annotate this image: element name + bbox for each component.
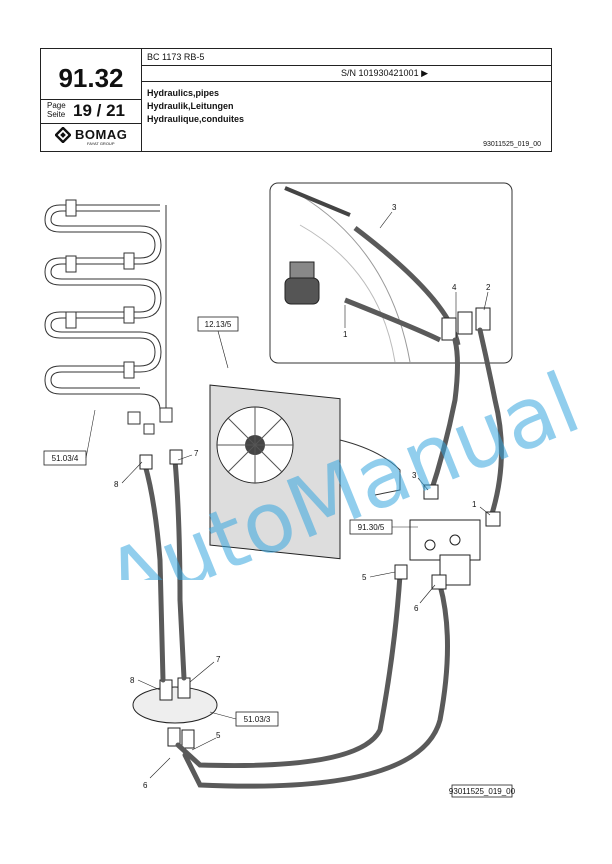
callout-7-lower: 7 (216, 655, 221, 664)
callout-6-upper: 6 (414, 604, 419, 613)
ref-box-12-13-5[interactable]: 12.13/5 (197, 316, 239, 332)
callout-8-upper: 8 (114, 480, 119, 489)
divider (141, 81, 551, 82)
ref-box-51-03-4[interactable]: 51.03/4 (43, 450, 87, 466)
callouts: 3 1 4 2 3 1 8 7 5 6 8 7 5 6 (114, 203, 491, 790)
callout-5-lower: 5 (216, 731, 221, 740)
hose-3 (427, 337, 460, 498)
page-label-de: Seite (47, 110, 66, 119)
radiator-unit (209, 384, 401, 560)
callout-1: 1 (472, 500, 477, 509)
brand-logo: BOMAG FAYAT GROUP (55, 127, 139, 149)
callout-3-inset: 3 (392, 203, 397, 212)
page-number: 19 / 21 (73, 101, 125, 120)
model-name: BC 1173 RB-5 (147, 52, 205, 62)
ref-box-figure-id: 93011525_019_00 (449, 784, 516, 798)
divider (141, 49, 142, 151)
hose-6 (182, 582, 450, 789)
hose-7 (172, 457, 187, 681)
hose-fittings (139, 449, 501, 590)
svg-text:12.13/5: 12.13/5 (205, 320, 232, 329)
title-block: 91.32 Page Seite 19 / 21 BOMAG FAYAT GRO… (40, 48, 552, 152)
divider (41, 99, 141, 100)
hydraulic-motor (132, 677, 218, 749)
callout-7-upper: 7 (194, 449, 199, 458)
brand-subtitle: FAYAT GROUP (87, 141, 115, 146)
hose-5 (175, 572, 403, 769)
divider (141, 65, 551, 66)
brand-name: BOMAG (75, 127, 128, 142)
callout-4: 4 (452, 283, 457, 292)
callout-2: 2 (486, 283, 491, 292)
bomag-logo-icon (55, 127, 71, 143)
detail-inset (269, 182, 513, 364)
hydraulic-hoses (142, 327, 504, 789)
callout-8-lower: 8 (130, 676, 135, 685)
svg-text:51.03/4: 51.03/4 (52, 454, 79, 463)
serial-number[interactable]: S/N 101930421001 ▶ (341, 68, 428, 78)
divider (41, 123, 141, 124)
title-en: Hydraulics,pipes (147, 88, 220, 98)
hydraulic-diagram: 12.13/5 51.03/4 91.30/5 51.03/3 93011525… (43, 182, 516, 798)
callout-3: 3 (412, 471, 417, 480)
callout-6-lower: 6 (143, 781, 148, 790)
callout-5-upper: 5 (362, 573, 367, 582)
page-label-en: Page (47, 101, 66, 110)
title-de: Hydraulik,Leitungen (147, 101, 234, 111)
ref-box-91-30-5[interactable]: 91.30/5 (349, 519, 393, 535)
callout-1-inset: 1 (343, 330, 348, 339)
svg-text:91.30/5: 91.30/5 (358, 523, 385, 532)
leader-lines (85, 211, 491, 779)
hose-1 (477, 327, 504, 523)
hose-8 (142, 462, 166, 683)
page-titles: Hydraulics,pipes Hydraulik,Leitungen Hyd… (147, 87, 244, 126)
title-fr: Hydraulique,conduites (147, 114, 245, 124)
svg-text:93011525_019_00: 93011525_019_00 (449, 787, 516, 796)
document-id: 93011525_019_00 (483, 141, 541, 148)
valve-block (409, 519, 481, 586)
page-label: Page Seite (47, 101, 66, 119)
section-number: 91.32 (58, 63, 124, 93)
oil-cooler-coil (44, 199, 173, 435)
svg-text:51.03/3: 51.03/3 (244, 715, 271, 724)
ref-box-51-03-3[interactable]: 51.03/3 (235, 711, 279, 727)
